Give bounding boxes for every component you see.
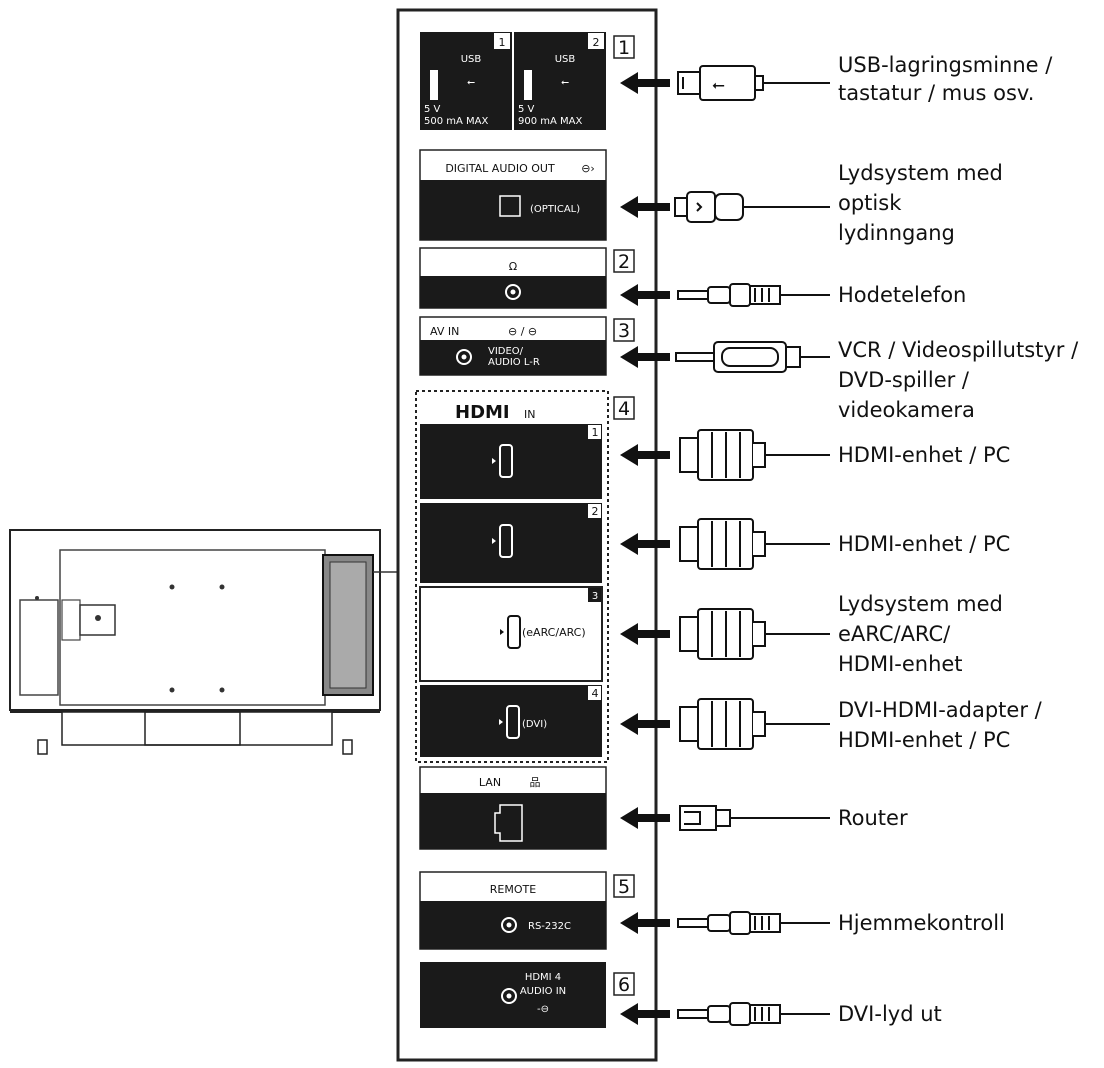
label-lan: Router <box>838 806 908 830</box>
hdmi4-plug-icon <box>679 698 830 750</box>
badge-3: 3 <box>618 320 630 342</box>
lan-plug-icon <box>679 805 830 831</box>
av-plug-icon <box>675 341 830 373</box>
badge-6: 6 <box>618 974 630 996</box>
badge-5: 5 <box>618 876 630 898</box>
svg-text:⭠: ⭠ <box>712 75 725 94</box>
dvi-audio-plug-icon <box>677 1002 830 1026</box>
usb-plug-icon: ⭠ <box>677 65 830 101</box>
label-hdmi3-line2: eARC/ARC/ <box>838 622 951 646</box>
label-headphone: Hodetelefon <box>838 283 966 307</box>
hdmi3-label: (eARC/ARC) <box>522 626 586 639</box>
arrow-headphone <box>620 284 670 306</box>
label-remote: Hjemmekontroll <box>838 911 1005 935</box>
label-dvi-audio: DVI-lyd ut <box>838 1002 942 1026</box>
label-usb-line1: USB-lagringsminne / <box>838 53 1053 77</box>
lan-port: LAN 品 <box>419 766 607 850</box>
badge-4: 4 <box>618 398 630 420</box>
hdmi-logo: HDMI <box>455 402 510 423</box>
hdmi-group: HDMI IN 1 2 3 (eARC/ARC) 4 (DVI) <box>415 390 609 763</box>
arrow-lan <box>620 807 670 829</box>
headphone-icon: Ω <box>509 260 517 273</box>
av-in-line2: AUDIO L-R <box>488 357 540 368</box>
audio-in-icon: -⊖ <box>537 1004 549 1015</box>
hdmi2-plug-icon <box>679 518 830 570</box>
usb1-voltage: 5 V <box>424 104 441 115</box>
optical-title: DIGITAL AUDIO OUT <box>445 162 555 175</box>
usb-ports: 1 2 USB USB ⭠ ⭠ 5 V 5 V 500 mA MAX 900 m… <box>420 32 606 130</box>
optical-plug-icon <box>674 191 830 223</box>
usb2-current: 900 mA MAX <box>518 116 582 127</box>
device-labels: USB-lagringsminne / tastatur / mus osv. … <box>838 53 1079 1026</box>
hdmi4-audio-line2: AUDIO IN <box>520 986 566 997</box>
label-optical-line2: optisk <box>838 191 902 215</box>
remote-title: REMOTE <box>490 883 536 896</box>
arrow-optical <box>620 196 670 218</box>
headphone-plug-icon <box>677 283 830 307</box>
label-optical-line3: lydinngang <box>838 221 955 245</box>
hdmi4-label: (DVI) <box>522 719 547 730</box>
label-hdmi3-line3: HDMI-enhet <box>838 652 963 676</box>
av-in-port: AV IN ⊖ / ⊖ VIDEO/ AUDIO L-R <box>419 316 607 376</box>
label-hdmi2: HDMI-enhet / PC <box>838 532 1010 556</box>
hdmi2-number: 2 <box>592 505 599 518</box>
arrow-remote <box>620 912 670 934</box>
usb1-current: 500 mA MAX <box>424 116 488 127</box>
arrow-av <box>620 346 670 368</box>
usb1-title: USB <box>461 54 482 65</box>
hdmi4-audio-port: HDMI 4 AUDIO IN -⊖ <box>420 962 606 1028</box>
badge-2: 2 <box>618 251 630 273</box>
label-usb-line2: tastatur / mus osv. <box>838 81 1034 105</box>
arrow-hdmi1 <box>620 444 670 466</box>
arrow-hdmi4 <box>620 713 670 735</box>
hdmi3-plug-icon <box>679 608 830 660</box>
digital-out-icon: ⊖› <box>581 162 595 175</box>
lan-title: LAN <box>479 776 501 789</box>
lan-icon: 品 <box>530 776 541 789</box>
usb2-number: 2 <box>593 36 600 49</box>
tv-back-view <box>9 529 398 755</box>
av-in-title: AV IN <box>430 325 459 338</box>
arrow-dvi-audio <box>620 1003 670 1025</box>
headphone-port: Ω <box>419 247 607 309</box>
remote-port: REMOTE RS-232C <box>419 871 607 950</box>
remote-plug-icon <box>677 911 830 935</box>
usb2-voltage: 5 V <box>518 104 535 115</box>
hdmi4-audio-line1: HDMI 4 <box>525 972 561 983</box>
av-in-icon: ⊖ / ⊖ <box>508 325 537 338</box>
usb1-icon: ⭠ <box>467 77 475 88</box>
label-hdmi1: HDMI-enhet / PC <box>838 443 1010 467</box>
arrow-usb <box>620 72 670 94</box>
usb2-icon: ⭠ <box>561 77 569 88</box>
usb2-title: USB <box>555 54 576 65</box>
label-hdmi4-line1: DVI-HDMI-adapter / <box>838 698 1043 722</box>
hdmi4-number: 4 <box>592 687 599 700</box>
arrow-hdmi3 <box>620 623 670 645</box>
badge-1: 1 <box>618 37 630 59</box>
label-av-line2: DVD-spiller / <box>838 368 970 392</box>
arrows <box>620 72 670 1025</box>
optical-port: DIGITAL AUDIO OUT ⊖› (OPTICAL) <box>419 149 607 241</box>
hdmi-in-label: IN <box>524 408 535 421</box>
hdmi1-plug-icon <box>679 429 830 481</box>
hdmi1-number: 1 <box>592 426 599 439</box>
badges: 1 2 3 4 5 6 <box>613 35 635 996</box>
label-optical-line1: Lydsystem med <box>838 161 1003 185</box>
hdmi3-number: 3 <box>592 591 598 602</box>
label-av-line1: VCR / Videospillutstyr / <box>838 338 1079 362</box>
cables: ⭠ <box>674 65 830 1026</box>
av-in-line1: VIDEO/ <box>488 346 524 357</box>
label-hdmi3-line1: Lydsystem med <box>838 592 1003 616</box>
label-hdmi4-line2: HDMI-enhet / PC <box>838 728 1010 752</box>
usb1-number: 1 <box>499 36 506 49</box>
label-av-line3: videokamera <box>838 398 975 422</box>
arrow-hdmi2 <box>620 533 670 555</box>
optical-sub: (OPTICAL) <box>530 204 580 215</box>
remote-sub: RS-232C <box>528 921 571 932</box>
